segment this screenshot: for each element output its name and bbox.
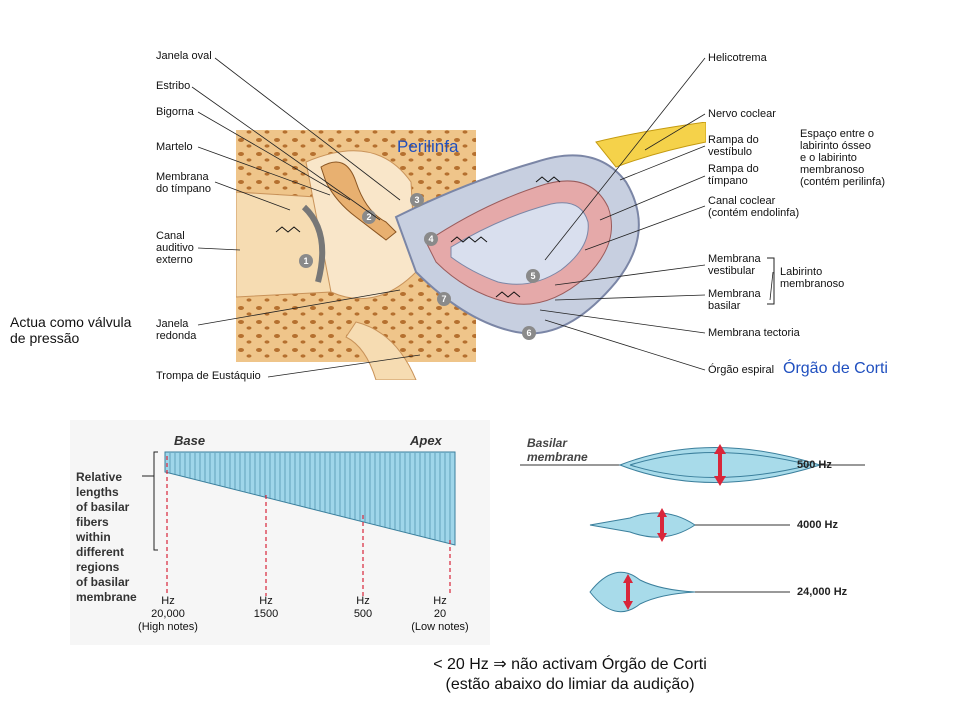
perilinfa-label: Perilinfa	[397, 137, 459, 156]
freq-500: Hz 500	[353, 595, 373, 620]
label-espaco: Espaço entre o labirinto ósseo e o labir…	[800, 128, 885, 188]
leader-lines	[191, 57, 774, 378]
eardrum	[301, 204, 326, 283]
label-canal-coclear: Canal coclear (contém endolinfa)	[708, 195, 800, 219]
caption-line-1: < 20 Hz ⇒ não activam Órgão de Corti	[380, 655, 760, 675]
label-membrana-basilar: Membrana basilar	[708, 288, 761, 312]
bm-24000-label: 24,000 Hz	[797, 586, 848, 598]
freq-20000: Hz 20,000 (High notes)	[138, 595, 198, 633]
badge-3: 3	[410, 193, 424, 207]
basilar-fibers-panel	[70, 420, 490, 645]
label-janela-oval: Janela oval	[156, 50, 212, 62]
bm-500-label: 500 Hz	[797, 459, 832, 471]
caption-threshold: < 20 Hz	[433, 656, 489, 673]
caption-arrow: ⇒	[493, 656, 507, 673]
membrane-24000	[589, 571, 696, 613]
badge-5: 5	[526, 269, 540, 283]
label-rampa-vestibulo: Rampa do vestíbulo	[708, 134, 759, 158]
labirinto-bracket	[767, 257, 775, 305]
label-canal-auditivo: Canal auditivo externo	[156, 230, 194, 266]
freq-1500: Hz 1500	[253, 595, 279, 620]
freq-20: Hz 20 (Low notes)	[411, 595, 469, 633]
base-label: Base	[174, 433, 206, 448]
eustachian-tube	[345, 321, 417, 380]
label-membrana-tectoria: Membrana tectoria	[708, 327, 800, 339]
badge-1: 1	[299, 254, 313, 268]
label-estribo: Estribo	[156, 80, 191, 92]
apex-label: Apex	[410, 433, 442, 448]
caption-line-2: (estão abaixo do limiar da audição)	[445, 676, 695, 693]
relative-lengths-label: Relative lengths of basilar fibers withi…	[76, 470, 137, 604]
orgao-corti-label: Órgão de Corti	[783, 360, 888, 377]
badge-2: 2	[362, 210, 376, 224]
membrane-4000	[589, 512, 696, 538]
ossicles	[320, 161, 397, 241]
label-nervo-coclear: Nervo coclear	[708, 108, 776, 120]
membrane-vibration-panel	[520, 444, 865, 613]
label-orgao-espiral: Órgão espiral	[708, 364, 775, 376]
bm-4000-label: 4000 Hz	[797, 519, 838, 531]
caption: < 20 Hz ⇒ não activam Órgão de Corti (es…	[380, 655, 760, 695]
label-labirinto: Labirinto membranoso	[780, 266, 845, 290]
badge-4: 4	[424, 232, 438, 246]
label-rampa-timpano: Rampa do tímpano	[708, 163, 759, 187]
caption-conclusion: não activam Órgão de Corti	[511, 656, 707, 673]
label-membrana-timpano: Membrana do tímpano	[156, 171, 212, 195]
wave-arrows	[275, 176, 561, 298]
label-helicotrema: Helicotrema	[708, 52, 767, 64]
label-membrana-vestibular: Membrana vestibular	[708, 253, 761, 277]
label-bigorna: Bigorna	[156, 106, 194, 118]
label-trompa: Trompa de Eustáquio	[156, 370, 261, 382]
badge-6: 6	[522, 326, 536, 340]
cochlea-core	[450, 202, 589, 285]
label-janela-redonda: Janela redonda	[156, 318, 197, 342]
cochlear-nerve	[595, 122, 706, 168]
label-martelo: Martelo	[156, 141, 193, 153]
basilar-membrane-title: Basilar membrane	[527, 436, 588, 464]
ear-illustration	[236, 122, 706, 380]
badge-7: 7	[437, 292, 451, 306]
side-note: Actua como válvula de pressão	[10, 314, 132, 346]
